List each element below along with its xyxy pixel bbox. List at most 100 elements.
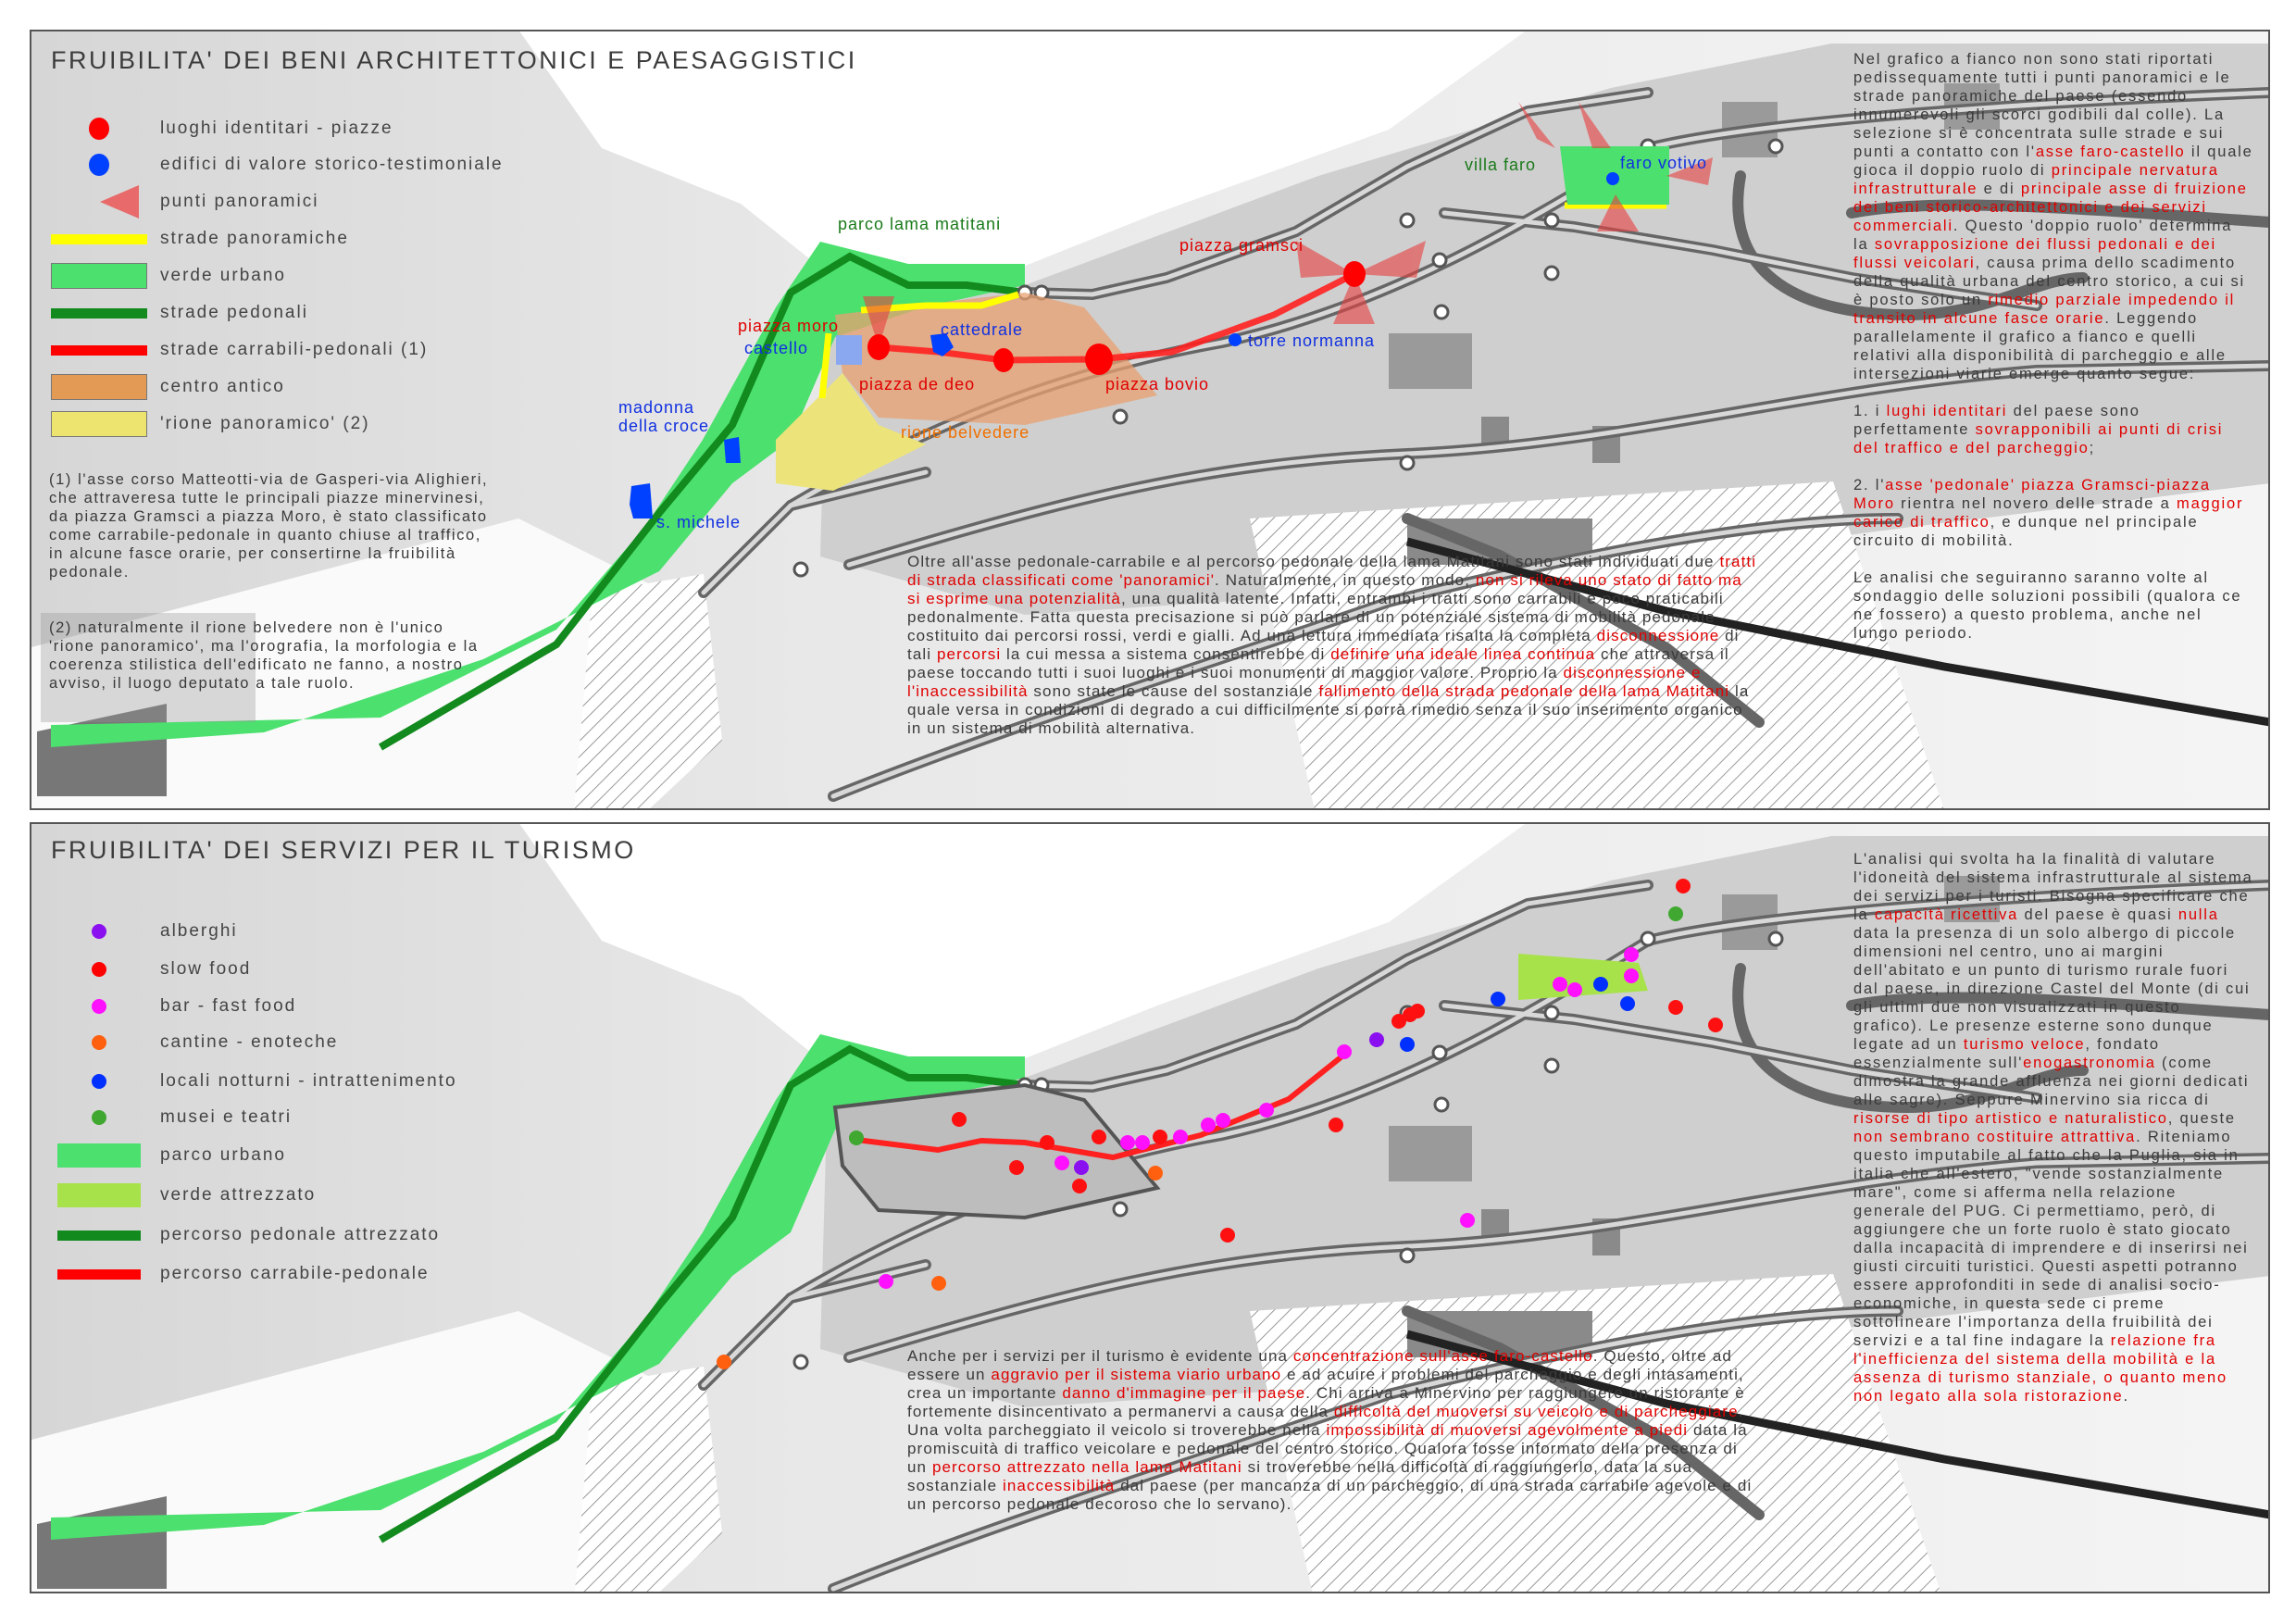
highlighted-text: non sembrano costituire attrattiva [1853, 1129, 2137, 1145]
madonna-della-croce-marker [724, 437, 741, 463]
red-line-icon [51, 344, 147, 356]
luoghi-identitari-markers [867, 261, 1366, 375]
legend-item-verde-urbano: verde urbano [51, 262, 286, 290]
note-backdrop [41, 613, 256, 722]
highlighted-text: impossibilità di muoversi agevolmente a … [1326, 1421, 1689, 1439]
highlighted-text: enogastronomia [2023, 1055, 2156, 1071]
body-text: e di [1978, 181, 2021, 197]
body-text: . Riteniamo questo imputabile al fatto c… [1853, 1129, 2249, 1349]
paragraph: Nel grafico a fianco non sono stati ripo… [1853, 50, 2253, 383]
legend-item-centro-antico: centro antico [51, 373, 285, 401]
highlighted-text: rimedio parziale impedendo il transito i… [1853, 292, 2236, 327]
edifici-storici-markers [630, 172, 1619, 518]
paragraph: 1. i lughi identitari del paese sono per… [1853, 402, 2253, 457]
body-text: . Questo 'doppio ruolo' determina la [1853, 218, 2233, 253]
body-text: . Questo, oltre ad essere un [907, 1347, 1732, 1383]
highlighted-text: aggravio per il sistema viario urbano [991, 1366, 1282, 1383]
legend-label: strade pedonali [160, 303, 308, 322]
body-text: Nel grafico a fianco non sono stati ripo… [1853, 51, 2231, 160]
body-text: Anche per i servizi per il turismo è evi… [907, 1347, 1293, 1365]
s-michele-marker [630, 483, 653, 518]
footnote-1: (1) l'asse corso Matteotti-via de Gasper… [49, 471, 489, 581]
legend-item-bar-fast-food: bar - fast food [51, 993, 296, 1020]
legend-label: parco urbano [160, 1145, 286, 1165]
legend-label: centro antico [160, 377, 285, 396]
legend-item-rione-panoramico: 'rione panoramico' (2) [51, 410, 370, 438]
highlighted-text: definire una ideale linea continua [1330, 645, 1596, 663]
label-castello: castello [744, 339, 809, 357]
cantine-markers [717, 1166, 1163, 1369]
body-text: , una qualità latente. Infatti, entrambi… [907, 590, 1724, 644]
highlighted-text: non si rileva uno stato di fatto ma si e… [907, 571, 1742, 607]
body-text: del paese sono perfettamente [1853, 403, 2140, 438]
body-text: Oltre all'asse pedonale-carrabile e al p… [907, 553, 1720, 570]
legend-label: 'rione panoramico' (2) [160, 414, 370, 433]
rione-belvedere-area [776, 373, 926, 491]
body-text: di tali [907, 627, 1740, 663]
dark-green-line-icon [57, 1230, 141, 1241]
highlighted-text: nulla [2177, 906, 2219, 923]
legend-item-musei: musei e teatri [51, 1104, 292, 1131]
middle-text-servizi: Anche per i servizi per il turismo è evi… [907, 1347, 1759, 1532]
torre-normanna-marker [1229, 333, 1242, 346]
lime-swatch-icon [57, 1183, 141, 1207]
legend-label: bar - fast food [160, 996, 297, 1016]
purple-dot-icon [92, 924, 106, 939]
body-text: la quale versa in condizioni di degrado … [907, 682, 1750, 737]
legend-item-strade-pedonali: strade pedonali [51, 299, 308, 327]
legend-item-luoghi-identitari: luoghi identitari - piazze [51, 115, 393, 143]
body-text: . [2123, 1388, 2129, 1405]
body-text: , fondato essenzialmente sull' [1853, 1036, 2160, 1071]
legend-item-parco-urbano: parco urbano [51, 1142, 286, 1169]
body-text: . Naturalmente, in questo modo, [1215, 571, 1476, 589]
body-text: 1. i [1853, 403, 1887, 419]
label-piazza-bovio: piazza bovio [1105, 375, 1210, 394]
red-dot-icon [89, 118, 109, 140]
body-text: , e dunque nel principale circuito di mo… [1853, 514, 2199, 549]
highlighted-text: inaccessibilità [1002, 1477, 1116, 1494]
highlighted-text: danno d'immagine per il paese [1062, 1384, 1306, 1402]
label-piazza-de-deo: piazza de deo [859, 375, 976, 394]
footnote-2: (2) naturalmente il rione belvedere non … [49, 619, 479, 692]
faro-votivo-marker [1606, 172, 1619, 185]
label-torre-normanna: torre normanna [1248, 331, 1376, 350]
red-dot-icon [92, 962, 106, 977]
highlighted-text: asse faro-castello [2035, 144, 2186, 160]
blue-dot-icon [92, 1074, 106, 1089]
legend-item-percorso-pedonale: percorso pedonale attrezzato [51, 1221, 440, 1249]
highlighted-text: risorse di tipo artistico e naturalistic… [1853, 1110, 2168, 1127]
body-text: data la promiscuità di traffico veicolar… [907, 1421, 1748, 1476]
percorso-carrabile-pedonale [855, 1052, 1346, 1161]
body-text: la cui messa a sistema consentirebbe di [1001, 645, 1331, 663]
label-parco-lama-matitani: parco lama matitani [838, 215, 1002, 233]
highlighted-text: percorsi [936, 645, 1002, 663]
body-text: (come dimostra la grande affluenza nei g… [1853, 1055, 2250, 1108]
body-text: . Leggendo parallelamente il grafico a f… [1853, 310, 2227, 382]
verde-attrezzato [1518, 954, 1648, 1000]
panoramic-triangle-icon [100, 185, 139, 219]
highlighted-text: lughi identitari [1886, 403, 2008, 419]
green-swatch-icon [51, 263, 147, 289]
legend-item-slow-food: slow food [51, 956, 251, 983]
label-faro-votivo: faro votivo [1620, 154, 1708, 172]
legend-label: alberghi [160, 921, 238, 941]
highlighted-text: asse 'pedonale' piazza Gramsci-piazza Mo… [1853, 477, 2211, 512]
legend-item-verde-attrezzato: verde attrezzato [51, 1181, 316, 1209]
body-text: che attraversa il paese toccando tutti i… [907, 645, 1729, 681]
body-text: 2. l' [1853, 477, 1886, 493]
map-panel-1 [28, 30, 2270, 810]
label-rione-belvedere: rione belvedere [901, 423, 1030, 442]
bar-fast-food-markers [879, 947, 1639, 1289]
green-dot-icon [92, 1110, 106, 1125]
paragraph: Anche per i servizi per il turismo è evi… [907, 1347, 1759, 1514]
legend-item-edifici-storici: edifici di valore storico-testimoniale [51, 151, 504, 179]
body-text: . Una volta parcheggiato il veicolo si t… [907, 1403, 1744, 1439]
legend-label: strade carrabili-pedonali (1) [160, 340, 429, 359]
body-text: sono state le cause del sostanziale [1028, 682, 1319, 700]
legend-label: percorso pedonale attrezzato [160, 1225, 441, 1244]
label-s-michele: s. michele [656, 513, 742, 531]
highlighted-text: turismo veloce [1963, 1036, 2086, 1053]
piazza-de-deo-marker [993, 348, 1014, 372]
legend-label: cantine - enoteche [160, 1032, 339, 1052]
